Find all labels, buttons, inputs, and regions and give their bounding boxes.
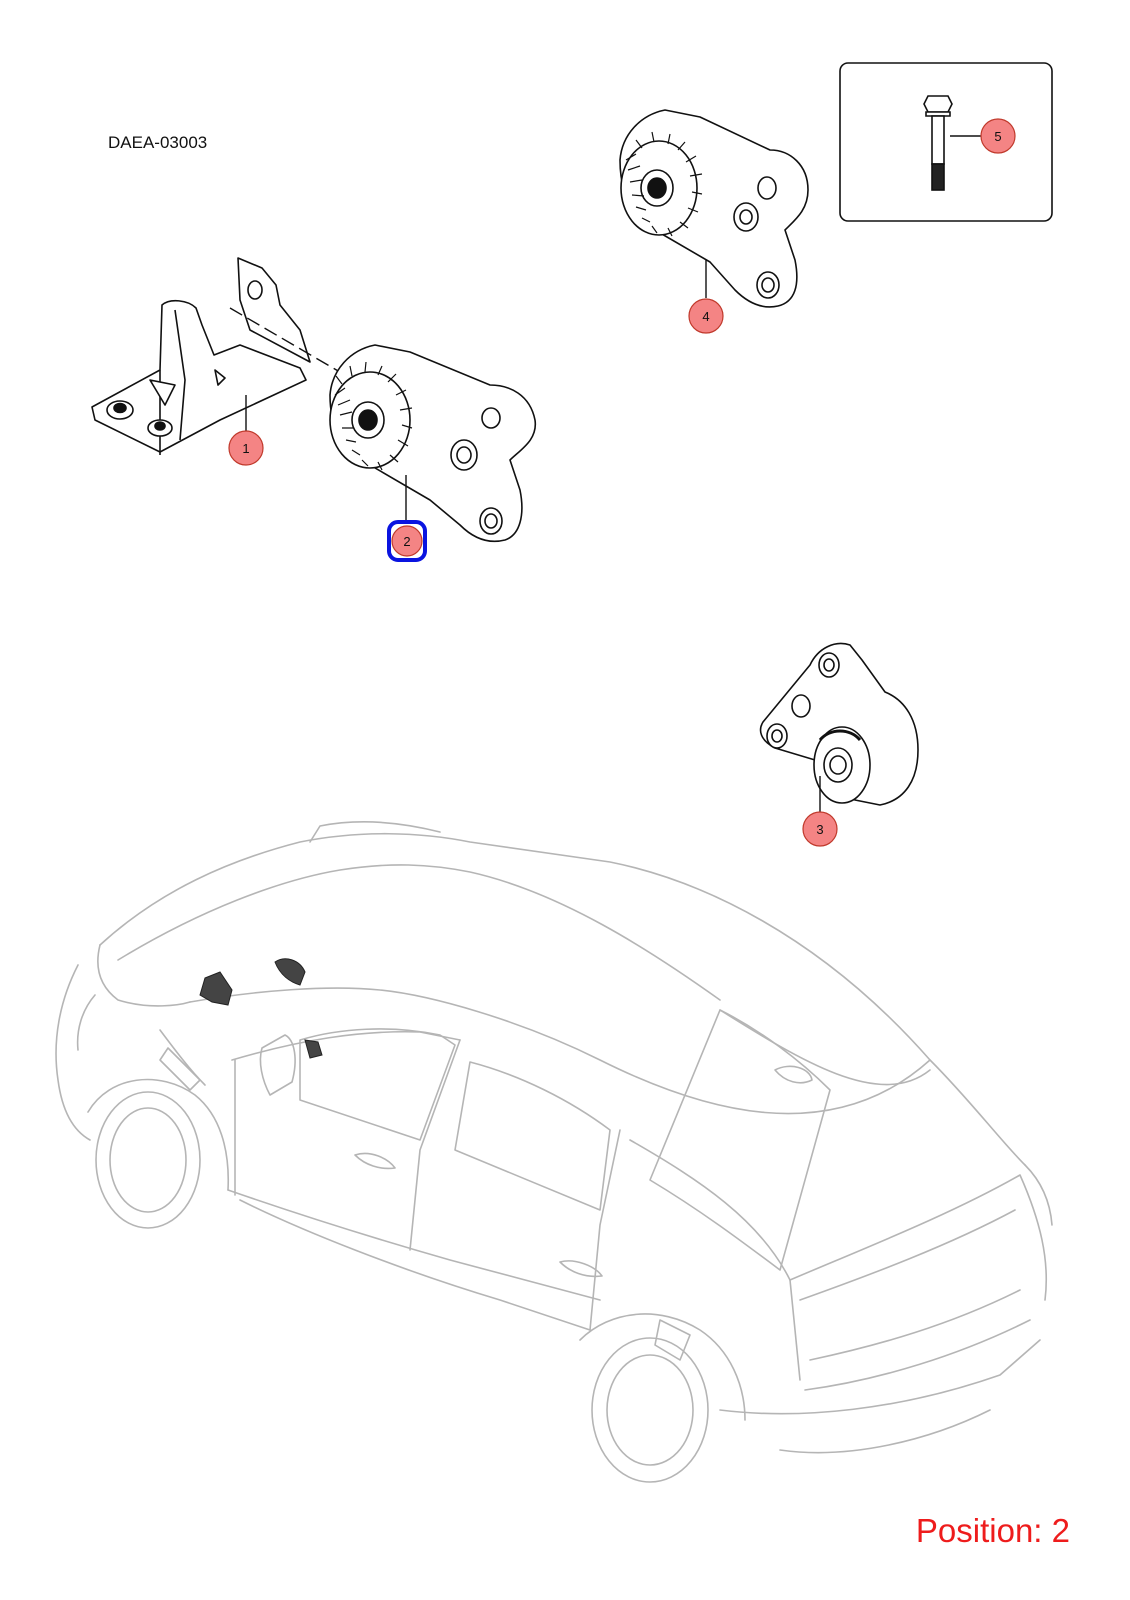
bolt-inset-box — [839, 62, 1053, 222]
part-3-engine-mount — [759, 642, 919, 806]
part-4-engine-mount — [619, 109, 809, 308]
callout-1[interactable]: 1 — [228, 430, 264, 466]
callout-2-highlight — [387, 520, 427, 562]
vehicle-outline — [55, 820, 1053, 1483]
part-2-engine-mount — [329, 344, 536, 543]
callout-4[interactable]: 4 — [688, 298, 724, 334]
part-1-dashed-guide — [229, 307, 346, 376]
vehicle-mount-locations — [199, 958, 323, 1059]
callout-3[interactable]: 3 — [802, 811, 838, 847]
callout-1-label: 1 — [242, 441, 249, 456]
callout-5-label: 5 — [994, 129, 1001, 144]
leader-lines — [245, 135, 982, 812]
diagram-code: DAEA-03003 — [108, 133, 208, 152]
callout-4-label: 4 — [702, 309, 709, 324]
part-5-bolt — [923, 95, 953, 191]
callout-5[interactable]: 5 — [980, 118, 1016, 154]
position-label: Position: 2 — [915, 1512, 1070, 1549]
callout-2[interactable]: 2 — [387, 520, 427, 562]
part-1-mount-bracket — [91, 257, 311, 455]
callout-2-label: 2 — [403, 534, 410, 549]
callout-3-label: 3 — [816, 822, 823, 837]
